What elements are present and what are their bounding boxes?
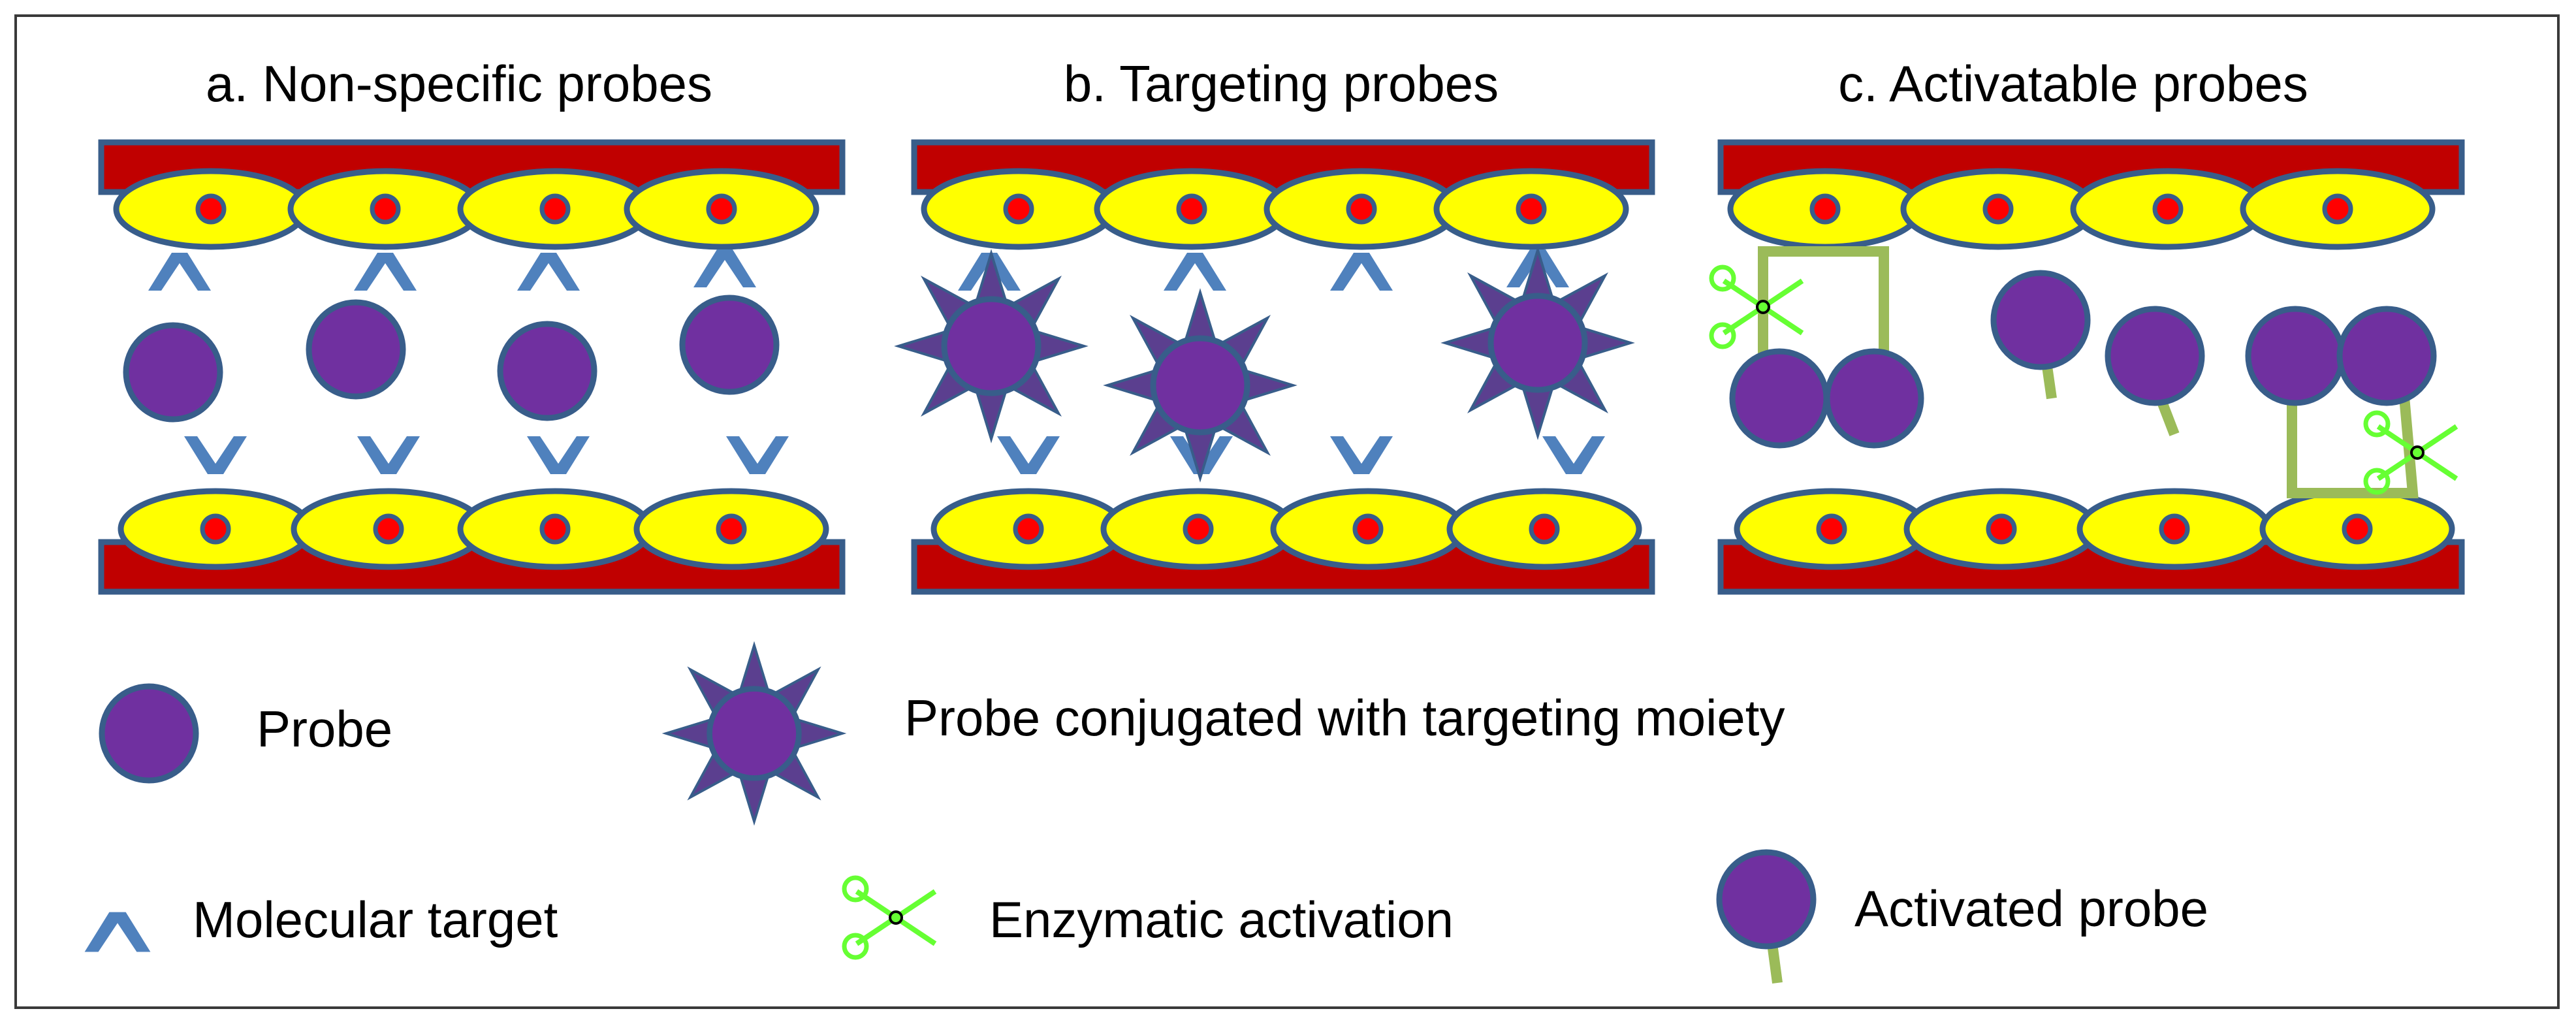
endothelial-cell [1267,171,1456,247]
scissors-icon [844,878,935,957]
probe [500,324,594,418]
endothelial-cell [1104,491,1293,567]
probe [126,325,220,419]
endothelial-cell [627,171,816,247]
endothelial-cell [934,491,1123,567]
endothelial-cell [1730,171,1920,247]
molecular-target-icon [997,436,1060,474]
quenched-probe [1827,351,1921,445]
endothelial-cell [116,171,306,247]
activated-probe [1994,273,2088,367]
molecular-target-icon [84,912,151,952]
endothelial-cell [291,171,480,247]
molecular-target-icon [517,253,580,291]
molecular-target-icon [1164,253,1226,291]
molecular-target-icon [184,436,247,474]
activated-probe [2108,309,2202,403]
molecular-target-icon [693,249,756,287]
quenched-probe [2248,309,2342,403]
molecular-target-icon [148,253,211,291]
probe [682,298,776,392]
molecular-target-icon [1330,253,1393,291]
legend-conjugated-label: Probe conjugated with targeting moiety [904,689,1785,746]
endothelial-cell [460,171,650,247]
endothelial-cell [294,491,483,567]
endothelial-cell [1903,171,2093,247]
molecular-target-icon [1542,436,1605,474]
targeted-probe [1107,293,1293,478]
endothelial-cell [460,491,650,567]
targeted-probe-icon [666,645,842,822]
molecular-target-icon [354,253,417,291]
endothelial-cell [1450,491,1639,567]
quenched-probe [2340,309,2434,403]
molecular-target-icon [726,436,789,474]
figure-frame [14,14,2560,1009]
molecular-target-icon [527,436,590,474]
legend-probe-label: Probe [257,700,392,758]
legend-activated-label: Activated probe [1854,880,2208,937]
panel-b-title: b. Targeting probes [1064,55,1499,112]
scissors-icon [1711,267,1802,347]
panel-b-vessel [898,139,1655,595]
probe [309,302,403,396]
activated-probe-icon [1719,852,1813,946]
legend-enzymatic-label: Enzymatic activation [989,891,1454,948]
endothelial-cell [2080,491,2269,567]
endothelial-cell [121,491,310,567]
quenched-probe [1732,351,1826,445]
endothelial-cell [1273,491,1463,567]
linker [1758,246,1889,392]
endothelial-cell [1737,491,1926,567]
linker [2287,381,2419,498]
legend: Probe Probe conjugated with targeting mo… [84,645,2208,984]
endothelial-cell [2073,171,2263,247]
panel-c-vessel [1711,139,2465,595]
endothelial-cell [1097,171,1286,247]
endothelial-cell [2263,491,2452,567]
panel-c-title: c. Activatable probes [1838,55,2308,112]
endothelial-cell [1907,491,2096,567]
endothelial-cell [637,491,826,567]
panel-a-vessel [98,139,846,595]
targeted-probe [898,253,1084,439]
endothelial-cell [924,171,1113,247]
probe-icon [102,686,196,780]
endothelial-cell [1437,171,1626,247]
panel-a-title: a. Non-specific probes [206,55,712,112]
targeted-probe [1445,250,1630,436]
molecular-target-icon [1330,436,1393,474]
legend-target-label: Molecular target [193,891,558,948]
molecular-target-icon [357,436,420,474]
endothelial-cell [2243,171,2432,247]
